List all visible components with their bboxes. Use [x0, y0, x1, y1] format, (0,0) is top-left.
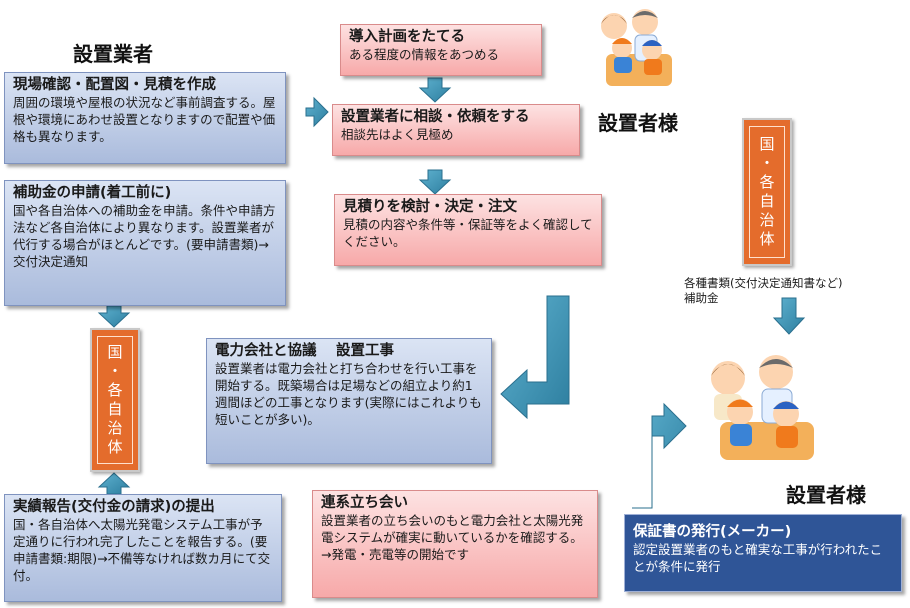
- estimate-title: 見積りを検討・決定・注文: [343, 199, 517, 215]
- gov-docs-line2: 補助金: [684, 291, 719, 305]
- plan-body: ある程度の情報をあつめる: [349, 47, 500, 62]
- estimate-box: 見積りを検討・決定・注文 見積の内容や条件等・保証等をよく確認してください。: [334, 194, 602, 266]
- gov-bar-char: 自: [107, 400, 123, 418]
- subsidy-application-box: 補助金の申請(着工前に) 国や各自治体への補助金を申請。条件や申請方法など各自治…: [4, 180, 286, 306]
- report-title: 実績報告(交付金の請求)の提出: [13, 499, 215, 515]
- gov-bar-char: 各: [759, 173, 775, 191]
- gov-bar-left-text: 国・各自治体: [97, 336, 133, 464]
- arrow-gov-to-customer: [772, 297, 806, 335]
- consult-body: 相談先はよく見極め: [341, 127, 454, 142]
- gov-bar-left: 国・各自治体: [90, 328, 140, 472]
- gov-bar-char: ・: [759, 154, 775, 172]
- arrow-plan-to-consult: [418, 77, 452, 103]
- customer-label-bottom: 設置者様: [786, 483, 866, 507]
- warranty-box: 保証書の発行(メーカー) 認定設置業者のもと確実な工事が行われたことが条件に発行: [624, 514, 902, 592]
- site-check-title: 現場確認・配置図・見積を作成: [13, 77, 216, 93]
- gov-docs-text: 各種書類(交付決定通知書など) 補助金: [684, 276, 842, 306]
- arrow-subsidy-to-gov: [97, 305, 131, 328]
- estimate-body: 見積の内容や条件等・保証等をよく確認してください。: [343, 217, 593, 249]
- gov-docs-line1: 各種書類(交付決定通知書など): [684, 276, 843, 290]
- gov-bar-char: 自: [759, 192, 775, 210]
- gov-bar-right-text: 国・各自治体: [749, 126, 785, 258]
- report-box: 実績報告(交付金の請求)の提出 国・各自治体へ太陽光発電システム工事が予定通りに…: [4, 494, 282, 602]
- family-illustration-top-icon: [601, 9, 672, 86]
- power-company-box: 電力会社と協議 設置工事 設置業者は電力会社と打ち合わせを行い工事を開始する。既…: [206, 338, 492, 464]
- grid-connect-title: 連系立ち会い: [321, 495, 408, 511]
- warranty-title: 保証書の発行(メーカー): [633, 524, 792, 540]
- warranty-body: 認定設置業者のもと確実な工事が行われたことが条件に発行: [633, 542, 883, 574]
- gov-bar-char: 各: [107, 381, 123, 399]
- arrow-installer-to-consult: [305, 96, 329, 128]
- gov-bar-char: 国: [759, 135, 775, 153]
- arrow-consult-to-estimate: [418, 169, 452, 195]
- power-company-body: 設置業者は電力会社と打ち合わせを行い工事を開始する。既築場合は足場などの組立より…: [215, 361, 482, 427]
- subsidy-application-title: 補助金の申請(着工前に): [13, 185, 172, 201]
- gov-bar-char: 治: [107, 419, 123, 437]
- arrow-report-to-gov: [97, 472, 131, 495]
- gov-bar-char: 国: [107, 343, 123, 361]
- power-company-title: 電力会社と協議 設置工事: [215, 343, 395, 359]
- subsidy-application-body: 国や各自治体への補助金を申請。条件や申請方法など各自治体により異なります。設置業…: [13, 203, 276, 269]
- installer-label: 設置業者: [73, 42, 153, 66]
- grid-connect-body: 設置業者の立ち会いのもと電力会社と太陽光発電システムが確実に動いているかを確認す…: [321, 513, 584, 562]
- grid-connect-box: 連系立ち会い 設置業者の立ち会いのもと電力会社と太陽光発電システムが確実に動いて…: [312, 490, 598, 598]
- consult-title: 設置業者に相談・依頼をする: [341, 109, 530, 125]
- site-check-body: 周囲の環境や屋根の状況など事前調査する。屋根や環境にあわせ設置となりますので配置…: [13, 95, 276, 144]
- arrow-estimate-to-power: [500, 295, 570, 420]
- site-check-box: 現場確認・配置図・見積を作成 周囲の環境や屋根の状況など事前調査する。屋根や環境…: [4, 72, 286, 164]
- gov-bar-char: 体: [759, 230, 775, 248]
- consult-box: 設置業者に相談・依頼をする 相談先はよく見極め: [332, 104, 580, 156]
- gov-bar-char: ・: [107, 362, 123, 380]
- customer-label-top: 設置者様: [598, 111, 678, 135]
- plan-box: 導入計画をたてる ある程度の情報をあつめる: [340, 24, 542, 76]
- gov-bar-char: 治: [759, 211, 775, 229]
- family-illustration-bottom-icon: [711, 355, 814, 460]
- report-body: 国・各自治体へ太陽光発電システム工事が予定通りに行われ完了したことを報告する。(…: [13, 517, 271, 583]
- gov-bar-right: 国・各自治体: [742, 118, 792, 266]
- plan-title: 導入計画をたてる: [349, 29, 465, 45]
- gov-bar-char: 体: [107, 438, 123, 456]
